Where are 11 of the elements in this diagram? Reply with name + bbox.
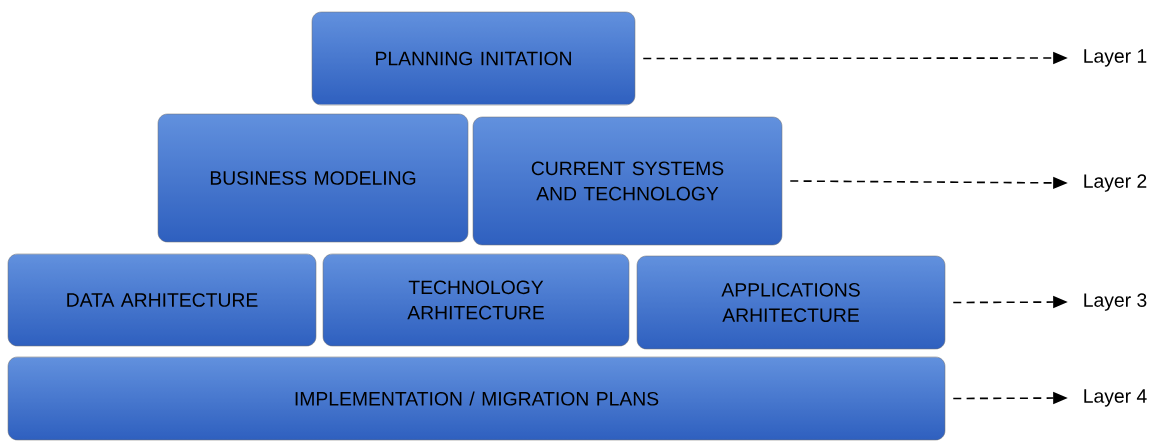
process-box: IMPLEMENTATION / MIGRATION PLANS — [7, 356, 946, 441]
process-box: DATA ARHITECTURE — [7, 253, 317, 347]
layer-label: Layer 1 — [1084, 49, 1147, 67]
layer-label: Layer 4 — [1084, 389, 1147, 407]
layer-label: Layer 3 — [1084, 293, 1147, 311]
process-box: TECHNOLOGY ARHITECTURE — [322, 253, 630, 347]
process-box: PLANNING INITATION — [311, 11, 636, 106]
process-box: APPLICATIONS ARHITECTURE — [636, 255, 946, 350]
layer-label: Layer 2 — [1084, 174, 1147, 192]
process-box: CURRENT SYSTEMS AND TECHNOLOGY — [472, 116, 783, 246]
process-box: BUSINESS MODELING — [157, 113, 469, 243]
